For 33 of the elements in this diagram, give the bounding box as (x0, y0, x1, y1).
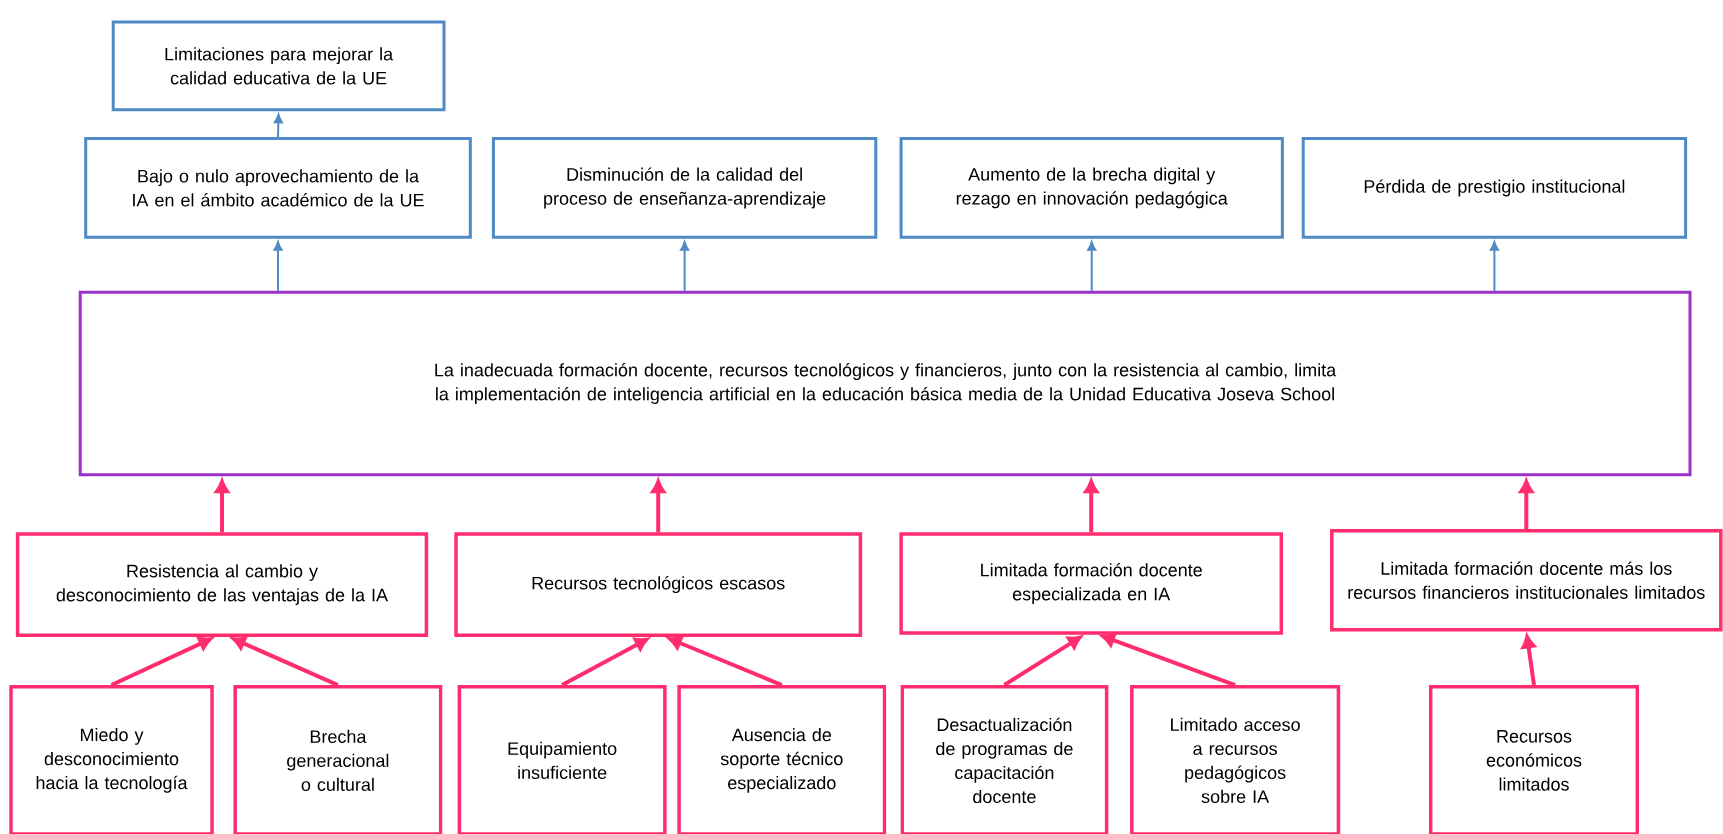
cause-box: Limitado acceso a recursos pedagógicos sobre IA (1130, 685, 1341, 834)
arrow (110, 636, 213, 687)
arrow (1101, 633, 1236, 687)
arrow (214, 479, 230, 533)
arrow (273, 113, 283, 138)
arrow (1489, 241, 1499, 292)
effect-box: Bajo o nulo aprovechamiento de la IA en el ámbito académico de la UE (84, 136, 472, 239)
arrow (561, 637, 649, 687)
effect-box: Limitaciones para mejorar la calidad educativa de la UE (111, 20, 446, 112)
cause-box: Limitada formación docente más los recursos financieros institucionales limitados (1330, 529, 1723, 632)
arrow (680, 241, 690, 292)
cause-box: Recursos económicos limitados (1428, 685, 1640, 834)
arrow (1084, 479, 1099, 533)
cause-box: Limitada formación docente especializada en IA (899, 532, 1284, 635)
cause-box: Desactualización de programas de capacitación docente (900, 685, 1109, 834)
effect-box: Aumento de la brecha digital y rezago en innovación pedagógica (899, 136, 1284, 239)
cause-box: Miedo y desconocimiento hacia la tecnología (9, 685, 214, 834)
cause-box: Resistencia al cambio y desconocimiento de las ventajas de la IA (15, 532, 429, 637)
arrow (232, 636, 339, 687)
cause-box: Recursos tecnológicos escasos (454, 532, 863, 637)
cause-box: Brecha generacional o cultural (233, 685, 443, 834)
arrow (668, 636, 783, 687)
effect-box: Pérdida de prestigio institucional (1301, 136, 1688, 239)
arrow (1003, 635, 1082, 687)
cause-box: Equipamiento insuficiente (457, 685, 667, 834)
problem-box: La inadecuada formación docente, recursos tecnológicos y financieros, junto con la resistencia al cambio, limita la implementación de inteligencia artificial en la educación básica media de la Unidad Educativa Joseva School (78, 290, 1692, 477)
arrow (1519, 479, 1534, 529)
cause-box: Ausencia de soporte técnico especializado (677, 685, 887, 834)
arrow (273, 241, 283, 292)
arrow (1087, 241, 1097, 292)
arrow (1521, 634, 1536, 686)
effect-box: Disminución de la calidad del proceso de enseñanza-aprendizaje (491, 136, 878, 239)
arrow (651, 479, 666, 533)
